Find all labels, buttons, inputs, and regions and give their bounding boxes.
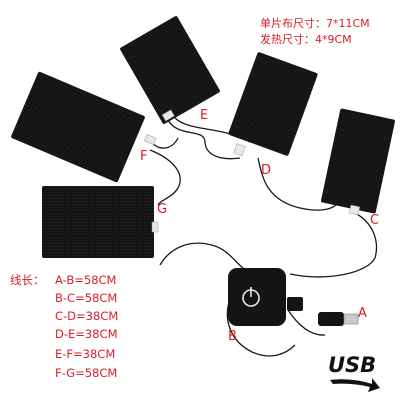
heating-pads [11, 16, 395, 258]
wire-length-e-f: E-F=38CM [55, 347, 116, 361]
wire-c-controller [289, 212, 378, 278]
label-c: C [370, 213, 380, 228]
label-e: E [200, 108, 209, 123]
wire-f-g [149, 149, 181, 206]
connector-g [151, 221, 159, 233]
label-a: A [358, 306, 367, 321]
usb-plug-metal [343, 313, 359, 325]
wire-d-c [257, 157, 337, 211]
wire-harness [149, 117, 378, 357]
pad-connectors [143, 109, 361, 233]
heating-pad-bottom-left [42, 186, 154, 258]
usb-logo-swoosh-icon [330, 378, 380, 392]
connector-d [233, 143, 246, 157]
usb-plug-body [318, 312, 344, 326]
label-f: F [140, 149, 148, 164]
heat-size-spec: 发热尺寸：4*9CM [260, 33, 352, 46]
connector-e [161, 109, 175, 122]
wire-b-loop [226, 294, 296, 357]
usb-logo-text: USB [328, 353, 376, 377]
label-b: B [228, 329, 237, 344]
wire-length-c-d: C-D=38CM [55, 309, 119, 323]
controller-module [228, 268, 286, 326]
heating-pad-right [321, 108, 395, 214]
heating-pad-left [11, 71, 145, 183]
wire-length-b-c: B-C=58CM [55, 291, 118, 305]
controller-body [228, 268, 286, 326]
wire-length-title: 线长： [10, 273, 45, 287]
wire-length-a-b: A-B=58CM [55, 273, 117, 287]
pad-size-spec: 单片布尺寸：7*11CM [260, 17, 370, 30]
wire-g-controller [159, 242, 251, 273]
wire-length-d-e: D-E=38CM [55, 327, 118, 341]
wire-e-d [167, 119, 241, 160]
usb-plug [287, 297, 359, 326]
wire-length-f-g: F-G=58CM [55, 366, 118, 380]
label-g: G [157, 202, 168, 217]
heating-pad-top-middle [120, 16, 220, 124]
label-d: D [261, 163, 272, 178]
usb-connector [287, 297, 303, 311]
heating-pad-top-right [228, 52, 318, 156]
wire-to-usb [287, 309, 326, 336]
connector-c [348, 204, 361, 216]
connector-f [143, 134, 157, 146]
usb-logo: USB [328, 353, 380, 392]
